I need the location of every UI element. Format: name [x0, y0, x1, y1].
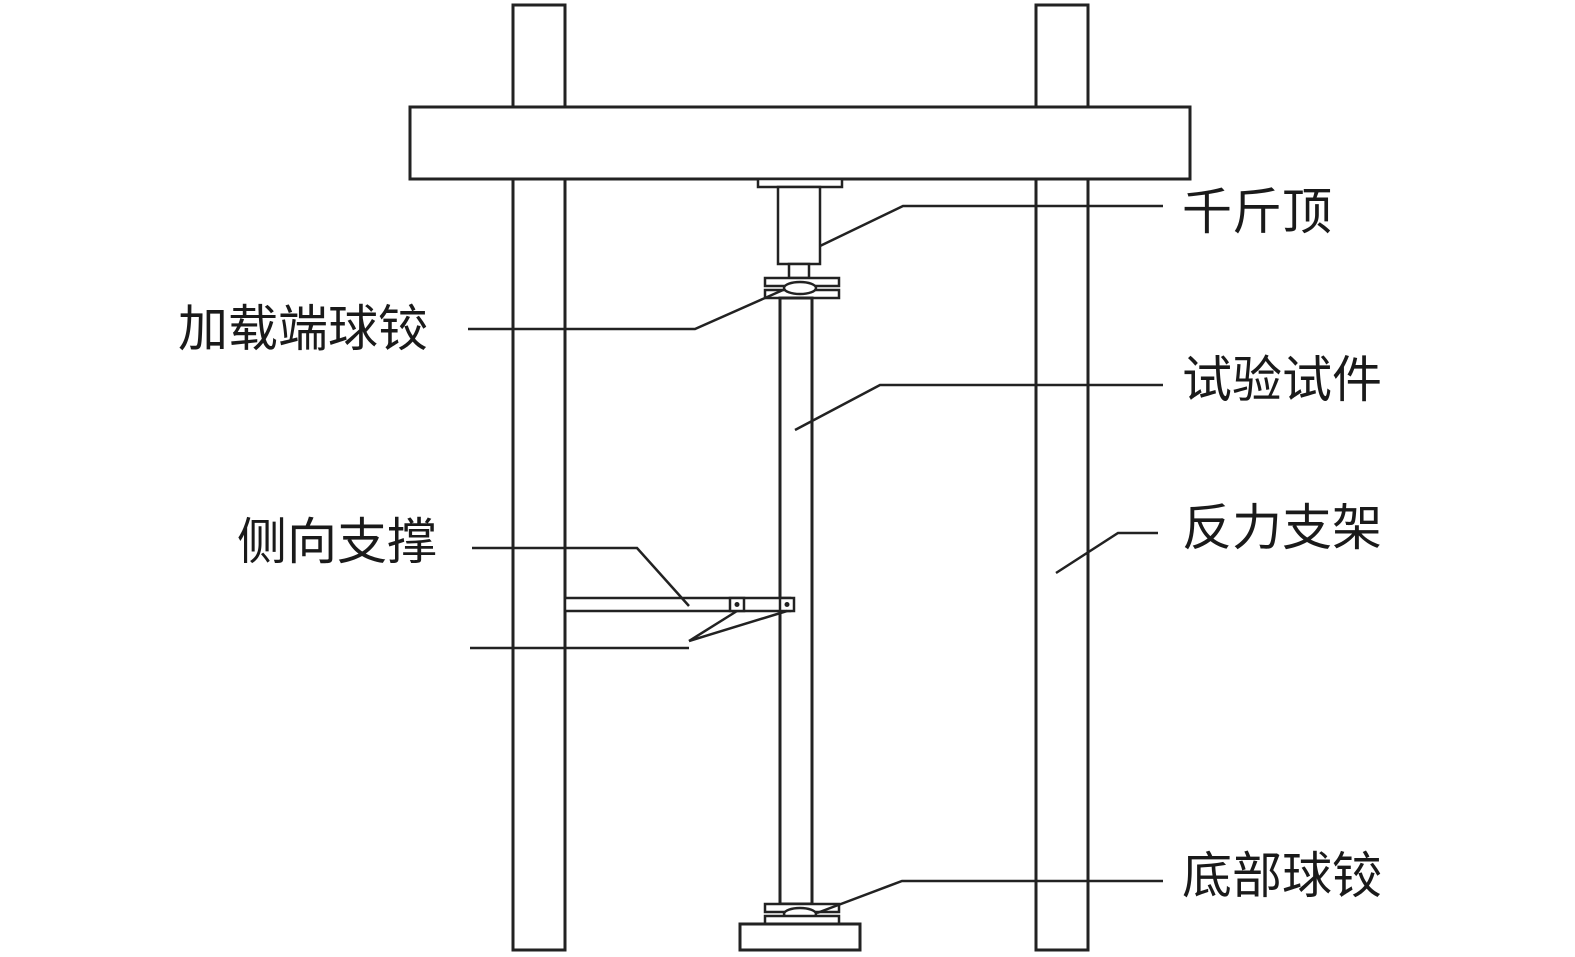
lateral-brace-diagonal	[688, 609, 788, 643]
reaction-frame-crossbeam	[408, 105, 1192, 181]
base-block	[738, 922, 862, 952]
label-lateral-brace: 侧向支撑	[237, 513, 437, 571]
label-specimen: 试验试件	[1182, 351, 1382, 409]
leader-loading-hinge	[468, 288, 784, 331]
lateral-brace-bolt	[784, 602, 790, 607]
jack	[756, 177, 844, 280]
leader-jack	[819, 204, 1163, 248]
lateral-brace	[563, 596, 796, 643]
leader-lateral-brace	[472, 546, 690, 607]
label-loading-hinge: 加载端球铰	[178, 300, 428, 358]
label-reaction-frame: 反力支架	[1182, 499, 1382, 557]
loading-hinge	[763, 276, 841, 300]
lateral-brace-diagonal	[688, 609, 738, 643]
jack-piston	[787, 262, 811, 280]
leader-bottom-hinge	[816, 879, 1163, 915]
label-jack: 千斤顶	[1182, 183, 1332, 241]
test-specimen	[778, 296, 814, 906]
leader-specimen	[794, 383, 1163, 432]
loading-hinge-ball	[782, 280, 818, 296]
label-bottom-hinge: 底部球铰	[1182, 847, 1382, 905]
leader-reaction-frame	[1055, 531, 1158, 575]
lateral-brace-beam	[563, 596, 792, 613]
jack-cylinder	[776, 185, 822, 266]
bottom-hinge	[738, 902, 862, 952]
lateral-brace-bolt	[734, 602, 740, 607]
